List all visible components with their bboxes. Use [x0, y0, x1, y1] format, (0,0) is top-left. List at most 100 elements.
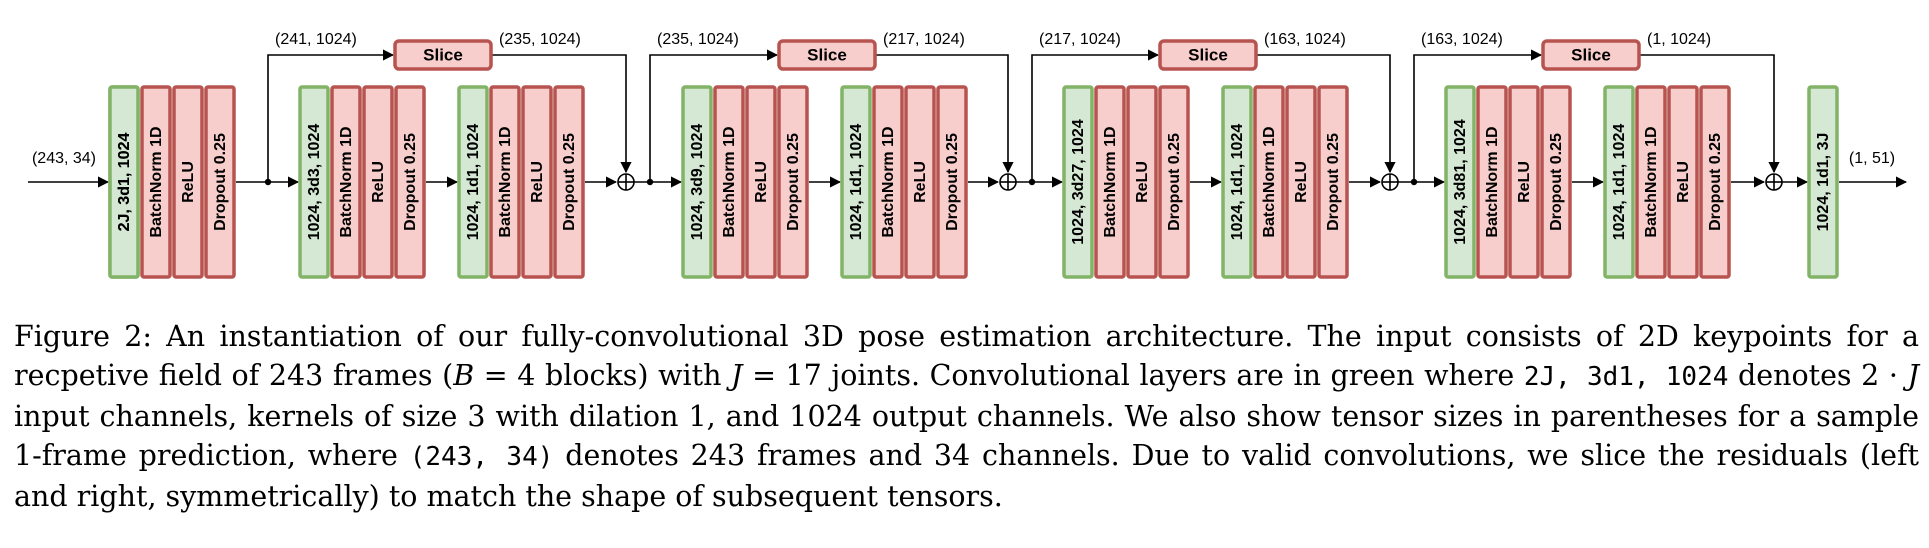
- block-4-a-relu-layer: [1508, 85, 1540, 279]
- input-dropout-layer-label: Dropout 0.25: [212, 133, 229, 231]
- caption-math-b: B: [453, 359, 475, 392]
- block-4-a-relu-layer-label: ReLU: [1516, 161, 1533, 203]
- caption-code-conv: 2J, 3d1, 1024: [1523, 362, 1729, 392]
- block-4-b-conv-layer: [1603, 85, 1635, 279]
- input-dropout-layer: [204, 85, 236, 279]
- block-3-slice-out-arrow: [1256, 54, 1396, 174]
- block-1-skip-arrow: [267, 49, 395, 182]
- block-4-b-batchnorm-layer: [1635, 85, 1667, 279]
- block-1-slice-out-arrow: [491, 54, 632, 174]
- block-4-skip-out-size: (1, 1024): [1647, 31, 1711, 48]
- block-3-skip-in-size: (217, 1024): [1039, 31, 1121, 48]
- block-3-slice-label: Slice: [1188, 45, 1228, 64]
- block-4-a-dropout-layer: [1540, 85, 1572, 279]
- block-1-b-conv-layer: [457, 85, 489, 279]
- block-4-a-conv-layer-label: 1024, 3d81, 1024: [1452, 119, 1469, 245]
- block-4-a-batchnorm-layer-label: BatchNorm 1D: [1484, 126, 1501, 237]
- caption-math-j: J: [731, 359, 743, 392]
- block-3-slice-box: [1158, 39, 1258, 71]
- block-2-a-conv-layer-label: 1024, 3d9, 1024: [689, 124, 706, 241]
- block-2-a-relu-layer: [745, 85, 777, 279]
- block-3-b-conv-layer: [1221, 85, 1253, 279]
- block-2-residual-add: [999, 173, 1017, 191]
- block-3-a-dropout-layer-label: Dropout 0.25: [1166, 133, 1183, 231]
- block-2-b-batchnorm-layer-label: BatchNorm 1D: [880, 126, 897, 237]
- block-2-a-dropout-layer: [777, 85, 809, 279]
- block-1-b-batchnorm-layer: [489, 85, 521, 279]
- block-2-b-batchnorm-layer: [872, 85, 904, 279]
- caption-text-6: denotes 243 frames and 34 channels. Due …: [14, 439, 1919, 513]
- block-2-b-relu-layer-label: ReLU: [912, 161, 929, 203]
- block-2-a-batchnorm-layer-label: BatchNorm 1D: [721, 126, 738, 237]
- block-3-a-relu-layer: [1126, 85, 1158, 279]
- caption-math-j2: J: [1907, 359, 1919, 392]
- block-2-b-dropout-layer: [936, 85, 968, 279]
- input-conv-layer-label: 2J, 3d1, 1024: [116, 133, 133, 232]
- output-conv-layer-label: 1024, 1d1, 3J: [1815, 133, 1832, 232]
- block-4-b-relu-layer-label: ReLU: [1675, 161, 1692, 203]
- output-conv-layer: [1807, 85, 1839, 279]
- block-4-b-dropout-layer-label: Dropout 0.25: [1707, 133, 1724, 231]
- output-size-label: (1, 51): [1849, 150, 1895, 167]
- block-1-b-relu-layer-label: ReLU: [529, 161, 546, 203]
- block-1-skip-out-size: (235, 1024): [499, 31, 581, 48]
- block-1-slice-box: [393, 39, 493, 71]
- block-3-a-conv-layer: [1062, 85, 1094, 279]
- block-1-a-conv-layer-label: 1024, 3d3, 1024: [306, 124, 323, 241]
- block-4-slice-box: [1541, 39, 1641, 71]
- block-3-a-batchnorm-layer: [1094, 85, 1126, 279]
- block-1-skip-in-size: (241, 1024): [275, 31, 357, 48]
- block-2-b-relu-layer: [904, 85, 936, 279]
- block-1-b-conv-layer-label: 1024, 1d1, 1024: [465, 124, 482, 241]
- caption-text-2: = 4 blocks) with: [474, 359, 732, 392]
- input-conv-layer: [108, 85, 140, 279]
- block-4-b-dropout-layer: [1699, 85, 1731, 279]
- caption-text-5: input channels, kernels of size 3 with d…: [14, 400, 1919, 472]
- block-2-skip-arrow: [649, 49, 779, 182]
- block-2-skip-in-size: (235, 1024): [657, 31, 739, 48]
- block-1-b-dropout-layer-label: Dropout 0.25: [561, 133, 578, 231]
- block-4-a-dropout-layer-label: Dropout 0.25: [1548, 133, 1565, 231]
- block-2-a-dropout-layer-label: Dropout 0.25: [785, 133, 802, 231]
- block-3-a-dropout-layer: [1158, 85, 1190, 279]
- block-2-a-conv-layer: [681, 85, 713, 279]
- input-relu-layer: [172, 85, 204, 279]
- caption-text-1: Figure 2: An instantiation of our fully-…: [14, 320, 1919, 392]
- block-3-b-dropout-layer-label: Dropout 0.25: [1325, 133, 1342, 231]
- block-1-a-conv-layer: [298, 85, 330, 279]
- caption-code-size: (243, 34): [409, 442, 554, 472]
- block-1-a-dropout-layer: [394, 85, 426, 279]
- input-conv-layer-label: 2J, 3d1, 1024: [116, 133, 133, 232]
- block-2-skip-out-size: (217, 1024): [883, 31, 965, 48]
- block-2-b-dropout-layer-label: Dropout 0.25: [944, 133, 961, 231]
- block-3-b-batchnorm-layer-label: BatchNorm 1D: [1261, 126, 1278, 237]
- block-2-slice-out-arrow: [875, 54, 1014, 174]
- block-3-residual-add: [1381, 173, 1399, 191]
- block-3-b-conv-layer-label: 1024, 1d1, 1024: [1229, 124, 1246, 241]
- block-2-slice-box: [777, 39, 877, 71]
- block-2-slice-label: Slice: [807, 45, 847, 64]
- block-2-b-conv-layer: [840, 85, 872, 279]
- block-4-slice-out-arrow: [1639, 54, 1780, 174]
- caption-text-4: denotes 2 ·: [1728, 359, 1908, 392]
- block-4-b-conv-layer-label: 1024, 1d1, 1024: [1611, 124, 1628, 241]
- caption-text-3: = 17 joints. Convolutional layers are in…: [742, 359, 1524, 392]
- block-1-a-batchnorm-layer: [330, 85, 362, 279]
- block-2-a-batchnorm-layer: [713, 85, 745, 279]
- block-2-a-relu-layer-label: ReLU: [753, 161, 770, 203]
- block-3-a-conv-layer-label: 1024, 3d27, 1024: [1070, 119, 1087, 245]
- input-batchnorm-layer-label: BatchNorm 1D: [148, 126, 165, 237]
- block-3-skip-arrow: [1031, 49, 1160, 182]
- block-1-slice-label: Slice: [423, 45, 463, 64]
- input-batchnorm-layer: [140, 85, 172, 279]
- input-relu-layer-label: ReLU: [180, 161, 197, 203]
- block-3-a-relu-layer-label: ReLU: [1134, 161, 1151, 203]
- block-4-b-batchnorm-layer-label: BatchNorm 1D: [1643, 126, 1660, 237]
- block-3-b-relu-layer-label: ReLU: [1293, 161, 1310, 203]
- block-3-b-batchnorm-layer: [1253, 85, 1285, 279]
- block-1-b-relu-layer: [521, 85, 553, 279]
- block-4-b-relu-layer: [1667, 85, 1699, 279]
- block-4-residual-add: [1765, 173, 1783, 191]
- block-1-a-batchnorm-layer-label: BatchNorm 1D: [338, 126, 355, 237]
- block-3-b-relu-layer: [1285, 85, 1317, 279]
